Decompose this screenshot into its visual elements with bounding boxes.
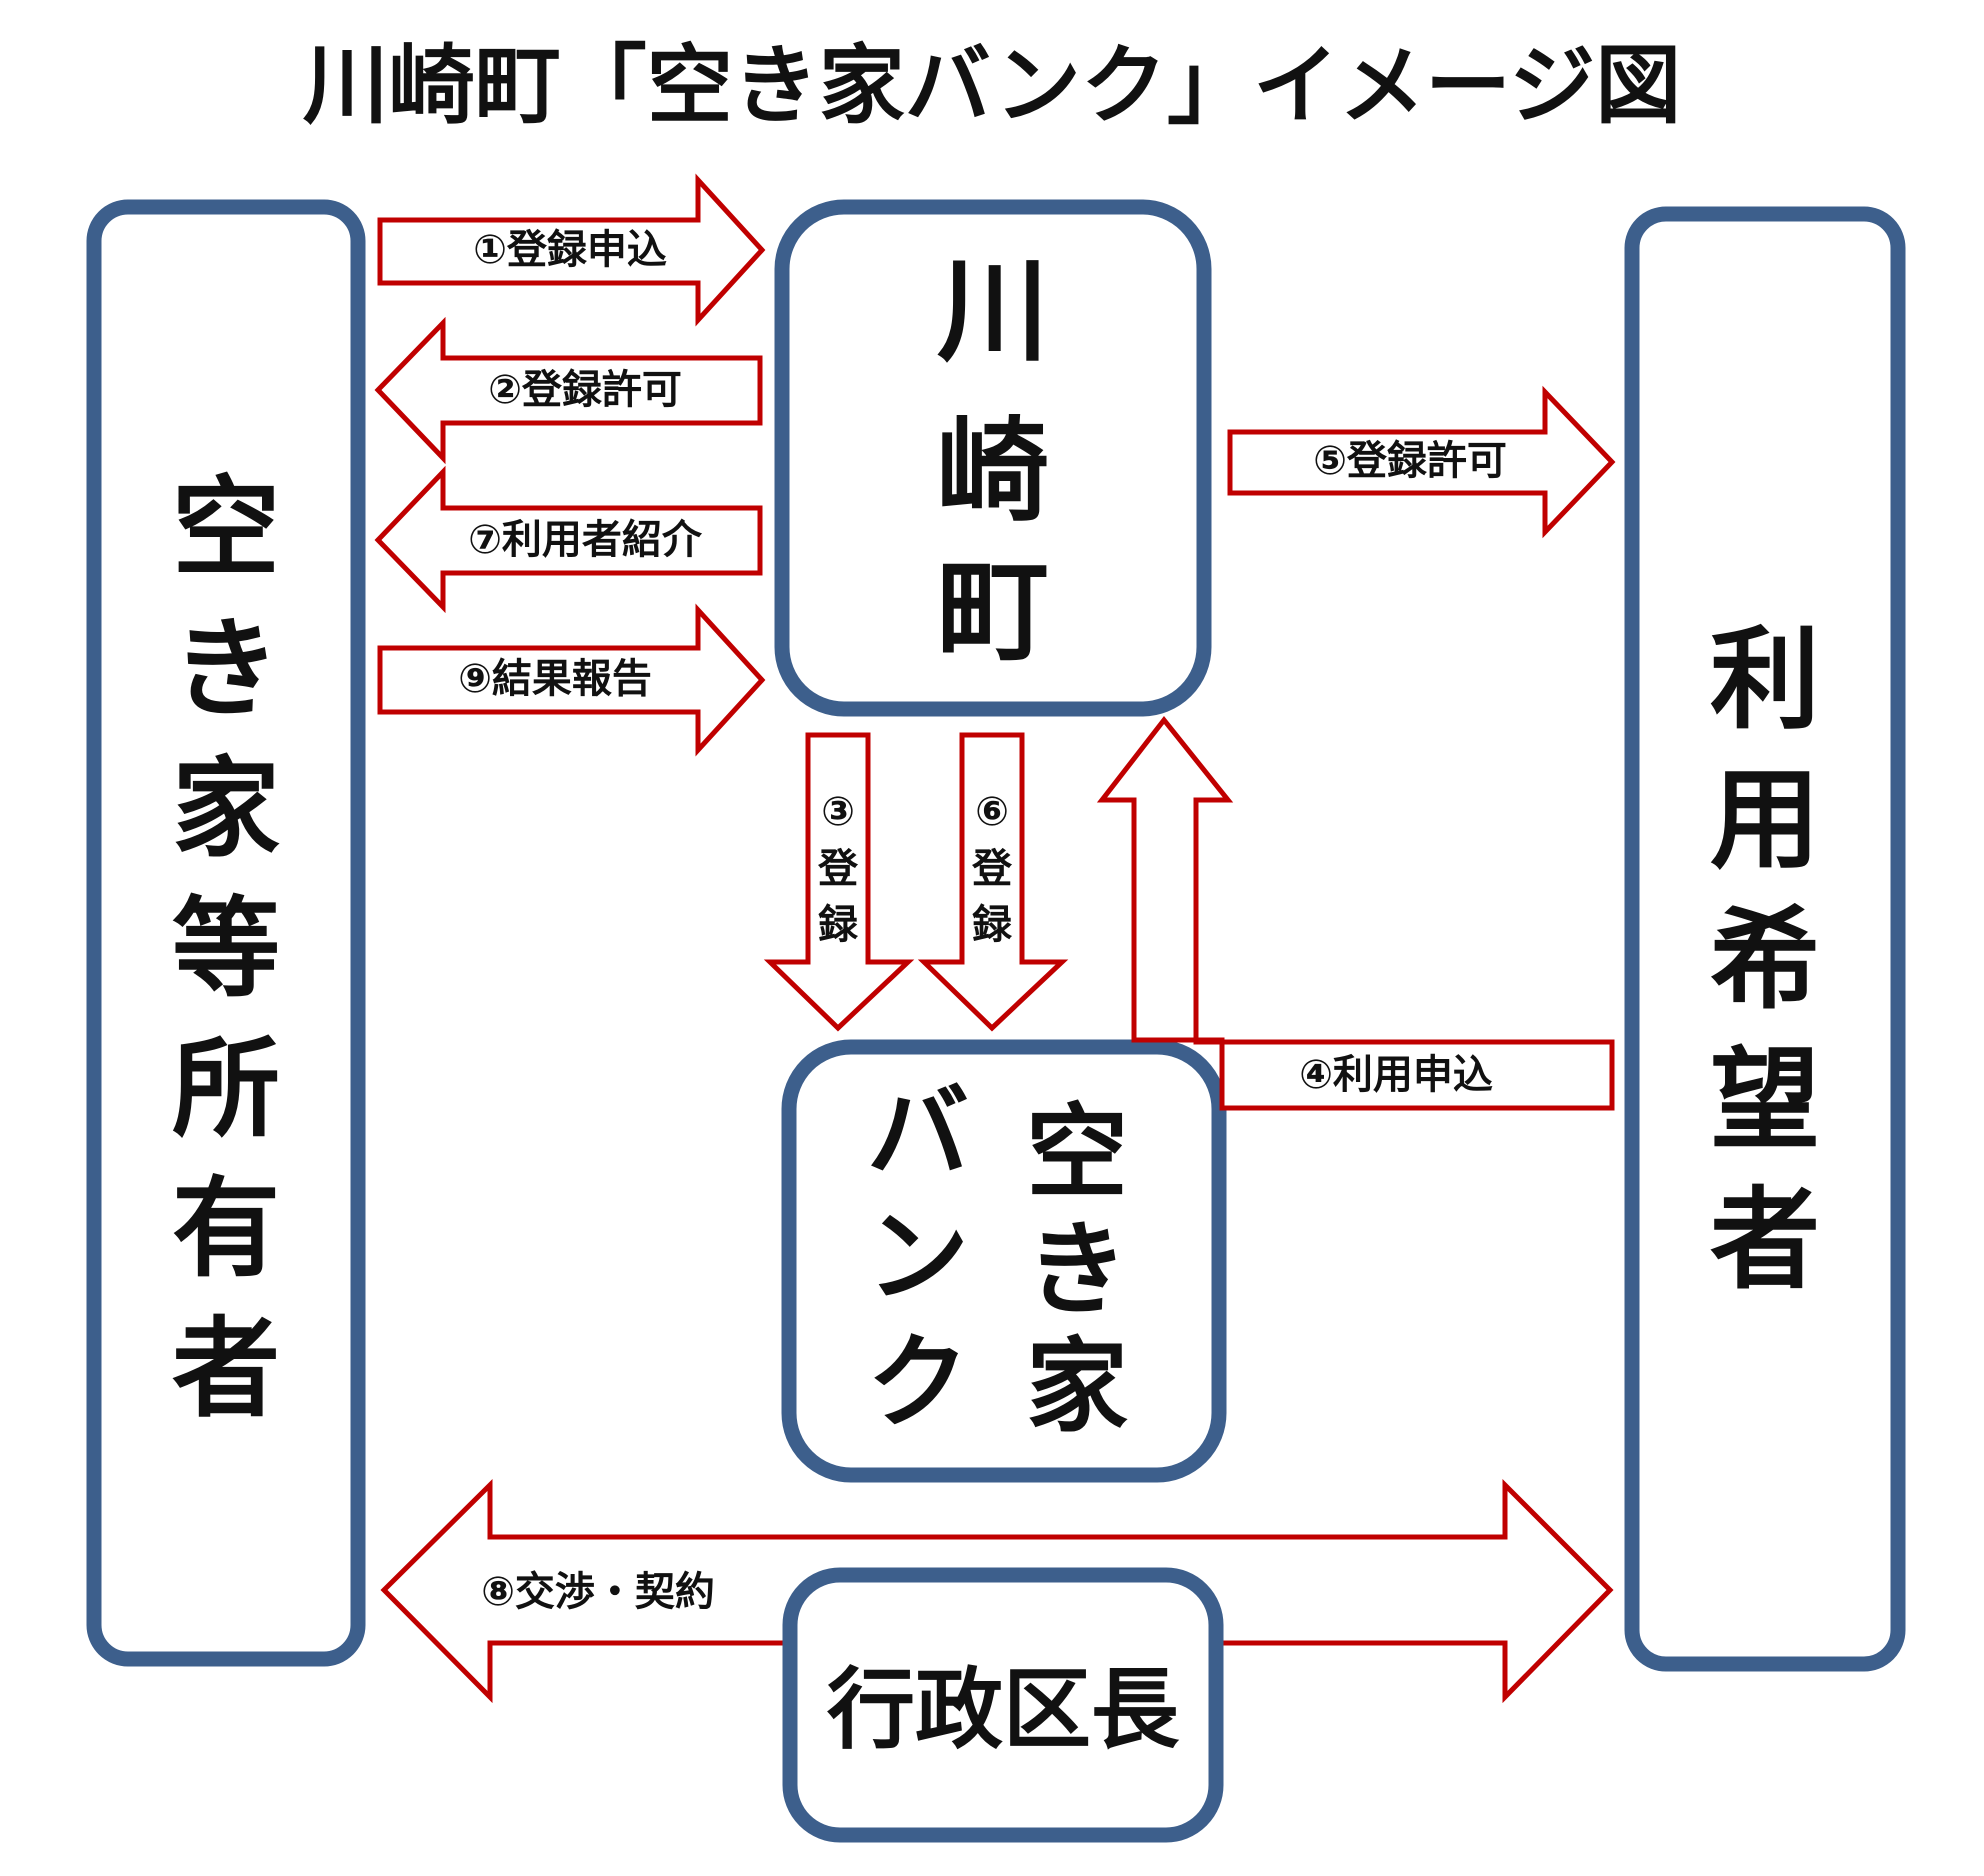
- arrow-result-report: [377, 603, 766, 757]
- owner-label-char-4: 等: [172, 887, 280, 1012]
- user-label-char-4: 望: [1710, 1036, 1820, 1164]
- arrow-registration-permit-user: [1227, 385, 1616, 539]
- bank-label-right-char-2: き: [1026, 1211, 1128, 1330]
- label-registration-permit-user: ⑤登録許可: [1313, 438, 1507, 484]
- bank-label-left-char-2: ン: [867, 1198, 969, 1317]
- label-use-application: ④利用申込: [1299, 1052, 1493, 1098]
- ward-chief-label: 行政区長: [827, 1658, 1180, 1761]
- owner-label-char-6: 有: [172, 1167, 280, 1292]
- bank-label-right-char-1: 空: [1026, 1094, 1128, 1213]
- town-label-char-1: 川: [937, 247, 1049, 377]
- bank-label-left-char-3: ク: [867, 1324, 969, 1443]
- label-user-introduction: ⑦利用者紹介: [468, 517, 703, 563]
- owner-label-char-1: 空: [172, 466, 280, 591]
- arrow-register-2: [917, 732, 1069, 1032]
- user-label-char-1: 利: [1710, 616, 1820, 744]
- bank-box: [781, 1039, 1227, 1483]
- label-register-1-char-1: 登: [817, 846, 859, 892]
- arrow-user-introduction: [374, 465, 763, 614]
- label-result-report: ⑨結果報告: [458, 656, 652, 702]
- label-register-2-number: ⑥: [975, 789, 1009, 835]
- town-box: [774, 199, 1212, 717]
- label-register-1-number: ③: [821, 789, 855, 835]
- label-negotiation-contract: ⑧交渉・契約: [481, 1569, 715, 1615]
- town-label-char-2: 崎: [937, 407, 1049, 537]
- town-label-char-3: 町: [937, 547, 1049, 677]
- owner-label-char-2: き: [172, 607, 280, 732]
- ward-chief-box: [782, 1567, 1224, 1843]
- label-register-2-char-2: 録: [972, 902, 1013, 948]
- arrow-registration-permit-owner: [374, 316, 763, 465]
- owner-label-char-3: 家: [172, 747, 280, 872]
- owner-box: [86, 199, 366, 1667]
- label-registration-application: ①登録申込: [473, 227, 667, 273]
- owner-label-char-7: 者: [172, 1307, 280, 1432]
- user-label-char-5: 者: [1710, 1176, 1820, 1304]
- bank-label-right-char-3: 家: [1026, 1328, 1128, 1447]
- label-register-1-char-2: 録: [818, 902, 859, 948]
- arrow-register-1: [763, 732, 915, 1032]
- arrow-use-application: [1096, 715, 1615, 1111]
- owner-label-char-5: 所: [172, 1027, 280, 1152]
- user-box: [1624, 206, 1906, 1672]
- arrow-registration-application: [377, 173, 766, 327]
- user-label-char-3: 希: [1710, 896, 1820, 1024]
- bank-label-left-char-1: バ: [867, 1074, 969, 1193]
- label-registration-permit-owner: ②登録許可: [488, 367, 682, 413]
- diagram-title: 川崎町「空き家バンク」イメージ図: [303, 36, 1682, 136]
- label-register-2-char-1: 登: [971, 846, 1013, 892]
- user-label-char-2: 用: [1710, 756, 1820, 884]
